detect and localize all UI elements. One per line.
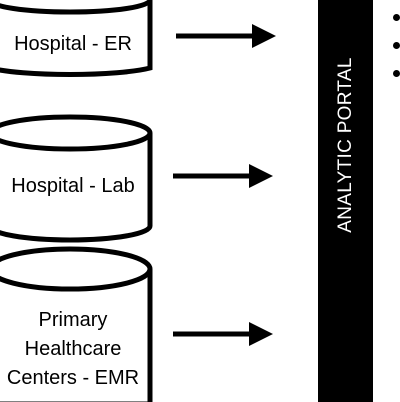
label-hospital-er: Hospital - ER: [14, 33, 132, 55]
database-primary-healthcare-emr: [0, 246, 153, 402]
label-primary-healthcare-emr: Primary Healthcare Centers - EMR: [6, 309, 140, 389]
arrow-emr-to-portal: [173, 322, 273, 346]
label-hospital-lab: Hospital - Lab: [11, 175, 135, 197]
analytic-portal-label: ANALYTIC PORTAL: [335, 57, 356, 233]
bullet-marker: [393, 42, 400, 49]
arrow-er-to-portal: [176, 24, 276, 48]
bullet-marker: [393, 14, 400, 21]
analytic-portal-bar: [318, 0, 373, 402]
database-hospital-lab: [0, 114, 153, 243]
arrow-lab-to-portal: [173, 164, 273, 188]
bullet-marker: [393, 70, 400, 77]
database-hospital-er: [0, 0, 153, 77]
